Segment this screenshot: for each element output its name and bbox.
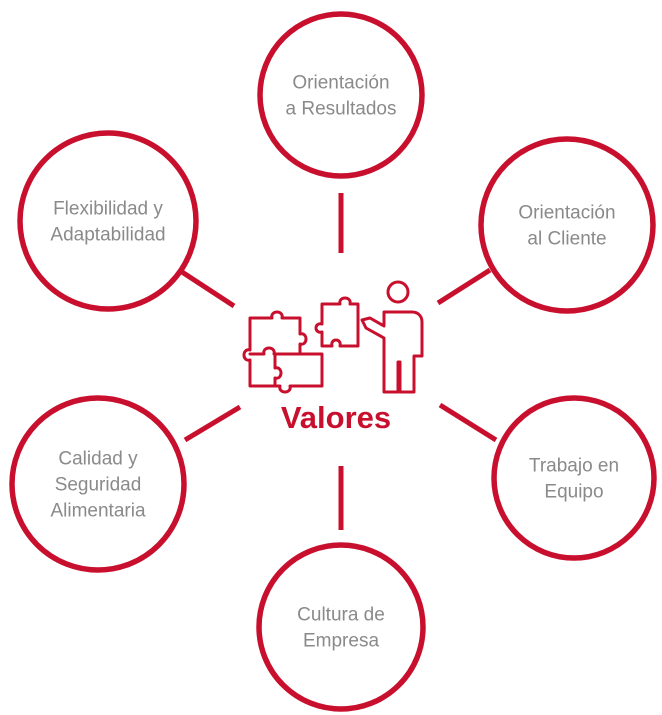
value-node-orientacion-resultados: Orientación a Resultados — [257, 11, 425, 179]
value-node-cultura-empresa: Cultura de Empresa — [256, 542, 426, 712]
floating-puzzle-piece-icon — [314, 296, 360, 348]
puzzle-person-icon — [242, 280, 424, 394]
puzzle-divider-v — [273, 352, 283, 388]
value-label-line: Equipo — [544, 482, 603, 503]
value-label-line: Alimentaria — [50, 501, 145, 522]
value-node-orientacion-cliente: Orientación al Cliente — [478, 136, 656, 314]
value-circle — [257, 11, 425, 179]
value-label-line: Adaptabilidad — [50, 225, 165, 246]
value-node-trabajo-equipo: Trabajo en Equipo — [491, 395, 657, 561]
value-label-line: Orientación — [292, 73, 389, 94]
value-label-line: Cultura de — [297, 605, 385, 626]
connector-calidad-seguridad — [183, 404, 242, 443]
connector-flexibilidad-adaptabilidad — [180, 269, 236, 309]
value-label-line: Seguridad — [55, 475, 142, 496]
value-circle — [491, 395, 657, 561]
person-head-icon — [386, 280, 410, 304]
value-label-line: Orientación — [518, 203, 615, 224]
puzzle-block-icon — [242, 310, 324, 394]
connector-orientacion-cliente — [436, 267, 492, 306]
connector-trabajo-equipo — [438, 402, 498, 443]
value-label-line: Trabajo en — [529, 456, 619, 477]
value-node-flexibilidad-adaptabilidad: Flexibilidad y Adaptabilidad — [17, 130, 199, 312]
value-circle — [9, 395, 187, 573]
value-circle — [256, 542, 426, 712]
connector-lines — [180, 193, 498, 530]
value-label-line: Flexibilidad y — [53, 199, 163, 220]
person-body-icon — [360, 310, 424, 394]
value-circle — [17, 130, 199, 312]
center-label: Valores — [281, 400, 391, 435]
value-label-line: Empresa — [303, 631, 379, 652]
value-label-line: al Cliente — [527, 229, 606, 250]
value-circle — [478, 136, 656, 314]
value-label-line: Calidad y — [58, 449, 138, 470]
value-label-line: a Resultados — [286, 99, 397, 120]
